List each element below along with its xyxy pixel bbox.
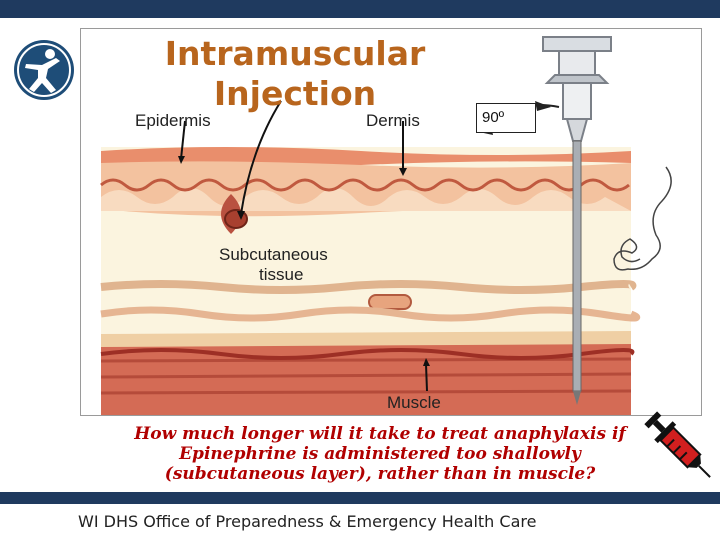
footer-text: WI DHS Office of Preparedness & Emergenc… bbox=[78, 512, 537, 531]
logo-icon bbox=[14, 40, 74, 100]
question-text: How much longer will it take to treat an… bbox=[134, 424, 626, 484]
skin-layers-illustration bbox=[100, 36, 672, 415]
bottom-bar bbox=[0, 492, 720, 504]
subcutaneous-label-line1: Subcutaneous bbox=[219, 245, 328, 264]
syringe-icon bbox=[644, 411, 711, 478]
slide-title: Intramuscular Injection bbox=[164, 34, 426, 113]
subcutaneous-label-line2: tissue bbox=[259, 265, 304, 284]
angle-label: 90º bbox=[476, 103, 536, 133]
skin-diagram: Epidermis Dermis Subcutaneous tissue Mus… bbox=[80, 28, 702, 416]
top-bar bbox=[0, 0, 720, 18]
dermis-label: Dermis bbox=[366, 111, 420, 130]
epidermis-label: Epidermis bbox=[135, 111, 211, 130]
muscle-label: Muscle bbox=[387, 393, 441, 412]
